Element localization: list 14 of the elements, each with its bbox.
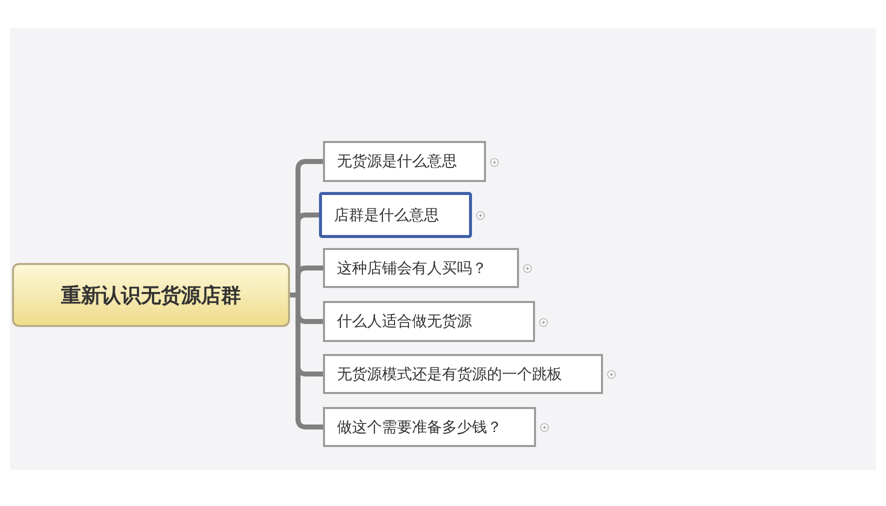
topic-text: 做这个需要准备多少钱？: [337, 418, 502, 436]
topic-box: [323, 407, 536, 447]
topic-text: 这种店铺会有人买吗？: [337, 258, 487, 278]
topic-box: [323, 248, 519, 288]
topic-text: 无货源是什么意思: [337, 152, 457, 171]
topic-box: [319, 192, 472, 238]
topic-box: [323, 141, 486, 182]
topic-text: 店群是什么意思: [334, 206, 439, 224]
topic-text: 无货源模式还是有货源的一个跳板: [337, 364, 562, 384]
topic-text: 重新认识无货源店群: [61, 282, 241, 308]
central-topic-box: [12, 263, 290, 327]
topic-box: [323, 301, 535, 342]
topic-box: [323, 354, 603, 394]
topic-text: 什么人适合做无货源: [337, 312, 472, 331]
